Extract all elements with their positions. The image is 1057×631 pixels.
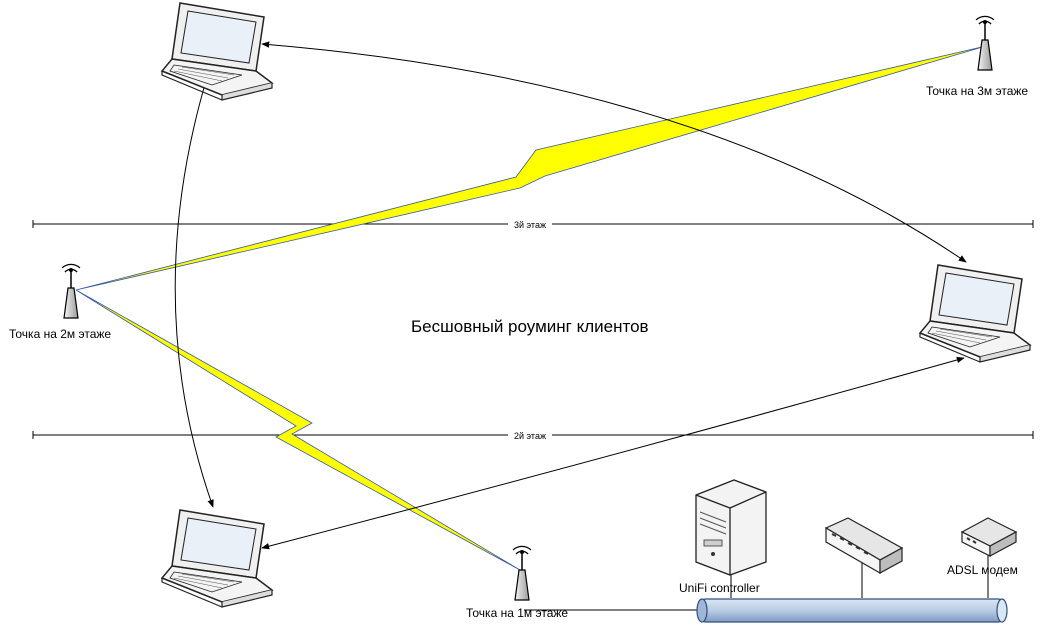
adsl-modem: ADSL модем [947,517,1018,577]
laptop-icon [161,509,273,608]
network-switch [824,517,904,575]
floor-label-3: 3й этаж [514,220,546,230]
access-point-label: Точка на 3м этаже [926,84,1028,98]
modem-icon [960,517,1018,558]
roaming-arrows [174,41,967,550]
floor-label-2: 2й этаж [514,431,546,441]
access-point-icon [975,15,995,71]
unifi-controller: UniFi controller [679,479,767,595]
switch-icon [824,517,904,575]
laptop-icon [919,264,1031,363]
access-point-2: Точка на 2м этаже [9,263,111,341]
laptop-icon [161,2,273,101]
bus-connectors [524,552,989,611]
access-point-1: Точка на 1м этаже [466,545,568,620]
modem-label: ADSL модем [947,563,1018,577]
access-point-3: Точка на 3м этаже [926,15,1028,98]
floor-separator-2: 2й этаж [32,430,1034,441]
controller-label: UniFi controller [679,581,760,595]
diagram-title: Бесшовный роуминг клиентов [411,317,649,336]
server-icon [695,479,767,576]
network-bus [696,598,1008,623]
access-point-icon [512,545,532,601]
floor-separator-3: 3й этаж [32,219,1034,230]
access-point-label: Точка на 2м этаже [9,327,111,341]
access-point-label: Точка на 1м этаже [466,606,568,620]
